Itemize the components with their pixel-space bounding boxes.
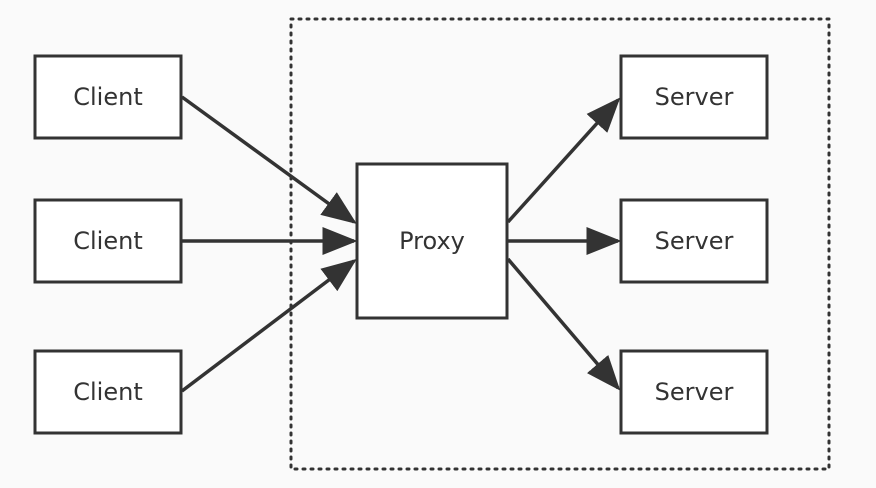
edge-client-3-to-proxy [180,258,357,393]
server-node-1: Server [619,54,769,140]
server-label: Server [655,227,734,255]
server-box [619,349,769,435]
server-label: Server [655,378,734,406]
proxy-node: Proxy [355,162,509,320]
proxy-box [355,162,509,320]
client-node-1: Client [33,54,183,140]
edge-proxy-to-server-3 [506,257,621,391]
proxy-label: Proxy [399,227,465,255]
edges [180,95,622,393]
client-label: Client [73,83,142,111]
server-box [619,198,769,284]
client-node-3: Client [33,349,183,435]
client-box [33,54,183,140]
proxy-group-boundary [289,17,831,471]
server-node-2: Server [619,198,769,284]
edge-client-1-to-proxy [180,95,357,225]
client-label: Client [73,227,142,255]
edge-proxy-to-server-1 [506,97,621,224]
client-box [33,198,183,284]
server-node-3: Server [619,349,769,435]
client-node-2: Client [33,198,183,284]
server-box [619,54,769,140]
server-label: Server [655,83,734,111]
client-label: Client [73,378,142,406]
client-box [33,349,183,435]
